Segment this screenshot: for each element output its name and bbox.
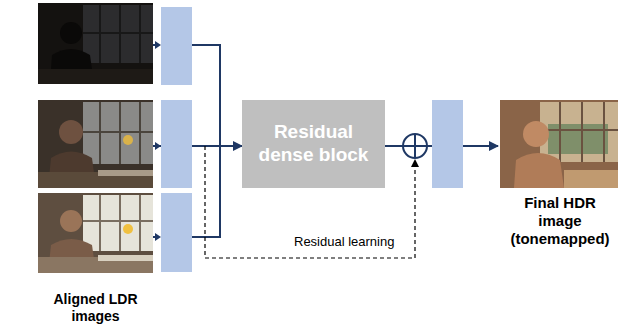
node-text: Residual dense block [246,121,381,167]
conv-block [432,100,463,188]
line-label: Residual learning [292,234,396,249]
conv-block [161,193,192,272]
sum-symbol [403,134,427,158]
conv-block [161,100,192,188]
image-group: Aligned LDR images [38,3,153,325]
arrow-head [155,142,161,150]
process-box: Residual dense block [242,100,385,188]
merge-wire [192,146,220,237]
ldr-photo [38,3,153,84]
conv-block [161,7,192,85]
arrow-head [411,159,419,167]
output-image: Final HDR image (tonemapped) [498,100,622,256]
node-text: Final HDR image (tonemapped) [502,194,618,248]
input-arrow [153,41,161,241]
ldr-photo [38,100,153,188]
node-text: Aligned LDR images [42,291,149,325]
ldr-photo [38,193,153,273]
hdr-photo [500,100,618,188]
merge-wire [192,45,220,146]
